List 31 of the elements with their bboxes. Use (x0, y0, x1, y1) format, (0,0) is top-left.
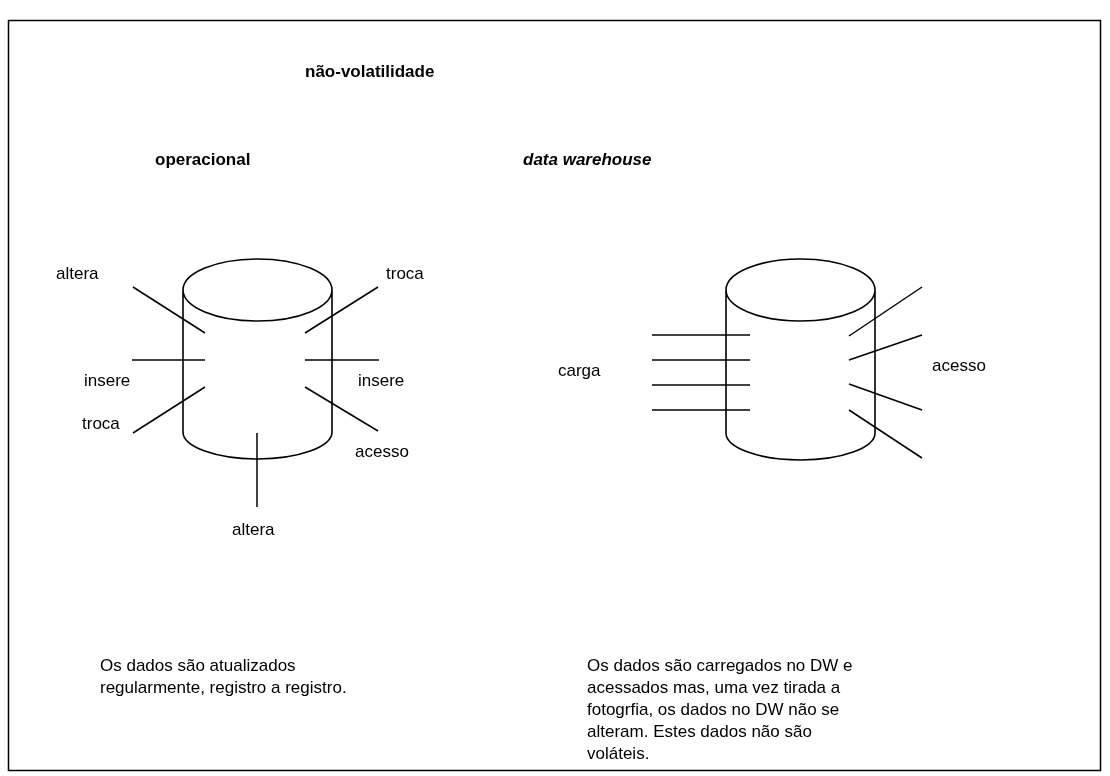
connector-line (651, 359, 751, 361)
connector-line (131, 359, 206, 361)
operation-label: carga (558, 360, 601, 382)
connector-line (132, 386, 206, 434)
database-cylinder (183, 259, 332, 459)
column-heading: data warehouse (523, 149, 652, 171)
operation-label: acesso (355, 441, 409, 463)
description-text: Os dados são carregados no DW e acessados mas, uma vez tirada a fotogrfia, os dados no DW não se alteram. Estes dados não são voláteis. (587, 655, 854, 765)
operation-label: troca (386, 263, 424, 285)
connector-line (651, 409, 751, 411)
title: não-volatilidade (305, 61, 435, 83)
operation-label: altera (232, 519, 275, 541)
connector-line (304, 359, 380, 361)
operation-label: altera (56, 263, 99, 285)
column-heading: operacional (155, 149, 251, 171)
operation-label: insere (84, 370, 131, 392)
connector-line (256, 432, 258, 508)
operation-label: troca (82, 413, 120, 435)
connector-line (848, 286, 923, 337)
description-text: Os dados são atualizados regularmente, registro a registro. (100, 655, 348, 699)
operation-label: insere (358, 370, 405, 392)
connector-line (304, 386, 379, 432)
database-cylinder (726, 259, 875, 460)
connector-line (651, 384, 751, 386)
operation-label: acesso (932, 355, 986, 377)
connector-line (848, 383, 923, 411)
connector-line (848, 334, 923, 361)
connector-line (304, 286, 379, 334)
connector-line (651, 334, 751, 336)
connector-line (132, 286, 206, 334)
connector-line (848, 409, 923, 459)
